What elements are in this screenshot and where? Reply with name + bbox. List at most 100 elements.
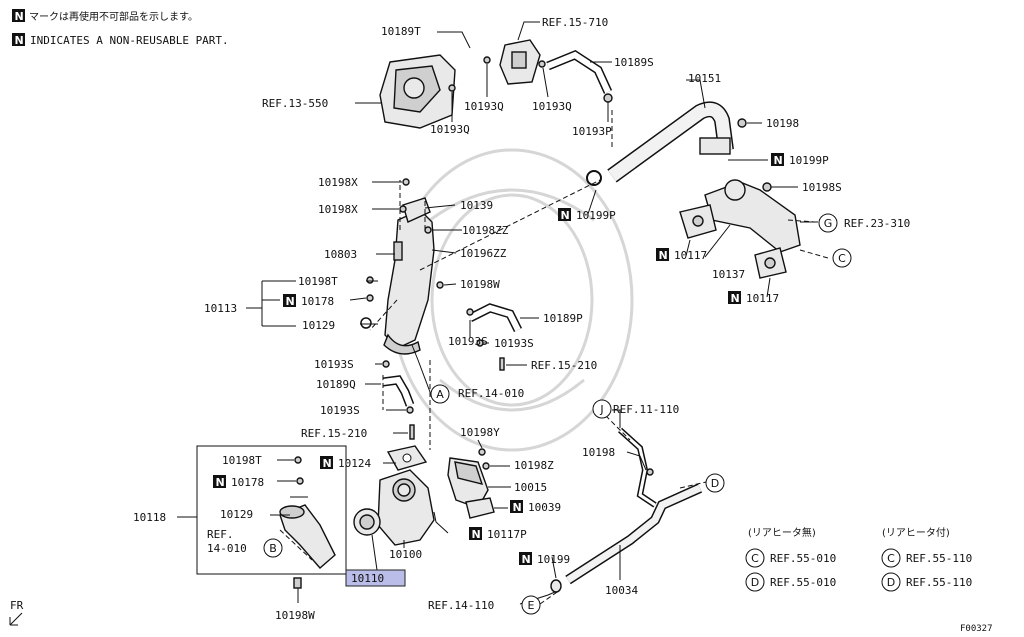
svg-text:C: C: [751, 552, 759, 565]
label-10193S-c: 10193S: [314, 358, 354, 371]
leader-lines: [177, 21, 818, 605]
legend-row-d: D REF.55-010 D REF.55-110: [745, 572, 972, 592]
label-10198Z: 10198Z: [514, 459, 554, 472]
gasket-10124-drawing: [386, 445, 428, 471]
label-10198-top: 10198: [766, 117, 799, 130]
label-10039: 10039: [528, 501, 561, 514]
label-10124: 10124: [338, 457, 371, 470]
label-10193Q-b: 10193Q: [464, 100, 504, 113]
bracket-10113: [246, 280, 296, 327]
svg-text:E: E: [528, 599, 535, 612]
thermostat-10110-drawing: [353, 508, 381, 536]
label-10199P-a: 10199P: [789, 154, 829, 167]
label-ref-14-010-a: REF.14-010: [458, 387, 524, 400]
water-outlet-10137-drawing: [679, 179, 801, 279]
label-10118: 10118: [133, 511, 166, 524]
label-10193Q-a: 10193Q: [430, 123, 470, 136]
label-10803: 10803: [324, 248, 357, 261]
svg-text:D: D: [751, 576, 759, 589]
label-10198T-a: 10198T: [298, 275, 338, 288]
label-10196ZZ: 10196ZZ: [460, 247, 507, 260]
svg-text:N: N: [774, 154, 783, 167]
legend: (リアヒータ無) (リアヒータ付) C REF.55-010 C REF.55-…: [745, 526, 972, 592]
label-10189Q: 10189Q: [316, 378, 356, 391]
svg-text:G: G: [824, 217, 833, 230]
callout-E: E: [521, 595, 541, 615]
svg-text:A: A: [436, 388, 444, 401]
hose-10189Q-drawing: [382, 375, 415, 407]
highlighted-part-box[interactable]: [345, 569, 406, 587]
non-reusable-marker-jp: N: [12, 9, 25, 23]
callout-B: B: [263, 538, 283, 558]
label-10129-b: 10129: [220, 508, 253, 521]
label-10139: 10139: [460, 199, 493, 212]
label-10198W-a: 10198W: [460, 278, 500, 291]
legend-col1-header: (リアヒータ無): [748, 526, 816, 539]
water-inlet-10118-drawing: [279, 504, 336, 569]
note-jp: マークは再使用不可部品を示します。: [29, 10, 198, 23]
svg-text:D: D: [711, 477, 719, 490]
non-reusable-marker: N: [728, 291, 741, 305]
svg-text:B: B: [269, 542, 277, 555]
label-10117-a: 10117: [674, 249, 707, 262]
label-10199P-b: 10199P: [576, 209, 616, 222]
label-ref-14-010-b-line2: 14-010: [207, 542, 247, 555]
label-ref-14-010-b-line1: REF.: [207, 528, 234, 541]
svg-text:N: N: [561, 209, 570, 222]
svg-text:N: N: [216, 476, 225, 489]
water-pipe-10151-drawing: [607, 101, 734, 183]
hose-10189P-drawing: [467, 303, 523, 333]
svg-text:N: N: [731, 292, 740, 305]
label-10193S-a: 10193S: [448, 335, 488, 348]
label-10110-highlighted[interactable]: 10110: [351, 572, 384, 585]
svg-text:N: N: [472, 528, 481, 541]
svg-text:D: D: [887, 576, 895, 589]
non-reusable-marker: N: [771, 153, 784, 167]
assembly-10118-box: [196, 445, 347, 575]
svg-text:N: N: [15, 10, 24, 23]
label-10193Q-c: 10193Q: [532, 100, 572, 113]
svg-text:C: C: [887, 552, 895, 565]
label-10129-a: 10129: [302, 319, 335, 332]
label-10198T-b: 10198T: [222, 454, 262, 467]
label-10198S: 10198S: [802, 181, 842, 194]
label-10198X-b: 10198X: [318, 203, 358, 216]
label-ref-23-310: REF.23-310: [844, 217, 910, 230]
svg-text:REF.55-110: REF.55-110: [906, 552, 972, 565]
label-10193S-d: 10193S: [320, 404, 360, 417]
water-pipe-10034-drawing: [550, 427, 703, 593]
fr-label: FR: [10, 599, 24, 612]
label-ref-15-210-b: REF.15-210: [301, 427, 367, 440]
non-reusable-marker: N: [558, 208, 571, 222]
note-en: INDICATES A NON-REUSABLE PART.: [30, 34, 229, 47]
label-10198X-a: 10198X: [318, 176, 358, 189]
label-10117-b: 10117: [746, 292, 779, 305]
water-inlet-10100-drawing: [377, 469, 435, 546]
label-10198ZZ: 10198ZZ: [462, 224, 509, 237]
label-10189P: 10189P: [543, 312, 583, 325]
fr-arrow-icon: [9, 612, 23, 626]
hose-10189T-drawing: [458, 39, 489, 85]
svg-text:J: J: [599, 403, 603, 416]
label-ref-14-110: REF.14-110: [428, 599, 494, 612]
housing-10113-drawing: [383, 197, 435, 355]
non-reusable-marker: N: [320, 456, 333, 470]
callout-G: G: [818, 213, 838, 233]
dashed-lines: [279, 110, 829, 605]
label-ref-15-210-a: REF.15-210: [531, 359, 597, 372]
svg-text:N: N: [513, 501, 522, 514]
non-reusable-marker: N: [213, 475, 226, 489]
svg-text:N: N: [323, 457, 332, 470]
svg-text:REF.55-110: REF.55-110: [906, 576, 972, 589]
label-ref-13-550: REF.13-550: [262, 97, 328, 110]
label-10034: 10034: [605, 584, 638, 597]
label-10178-a: 10178: [301, 295, 334, 308]
label-ref-15-710: REF.15-710: [542, 16, 608, 29]
callout-A: A: [430, 384, 450, 404]
non-reusable-marker: N: [469, 527, 482, 541]
svg-text:REF.55-010: REF.55-010: [770, 576, 836, 589]
gasket-10117P-drawing: [465, 497, 495, 519]
non-reusable-marker: N: [283, 294, 296, 308]
figure-code: F00327: [960, 624, 993, 634]
